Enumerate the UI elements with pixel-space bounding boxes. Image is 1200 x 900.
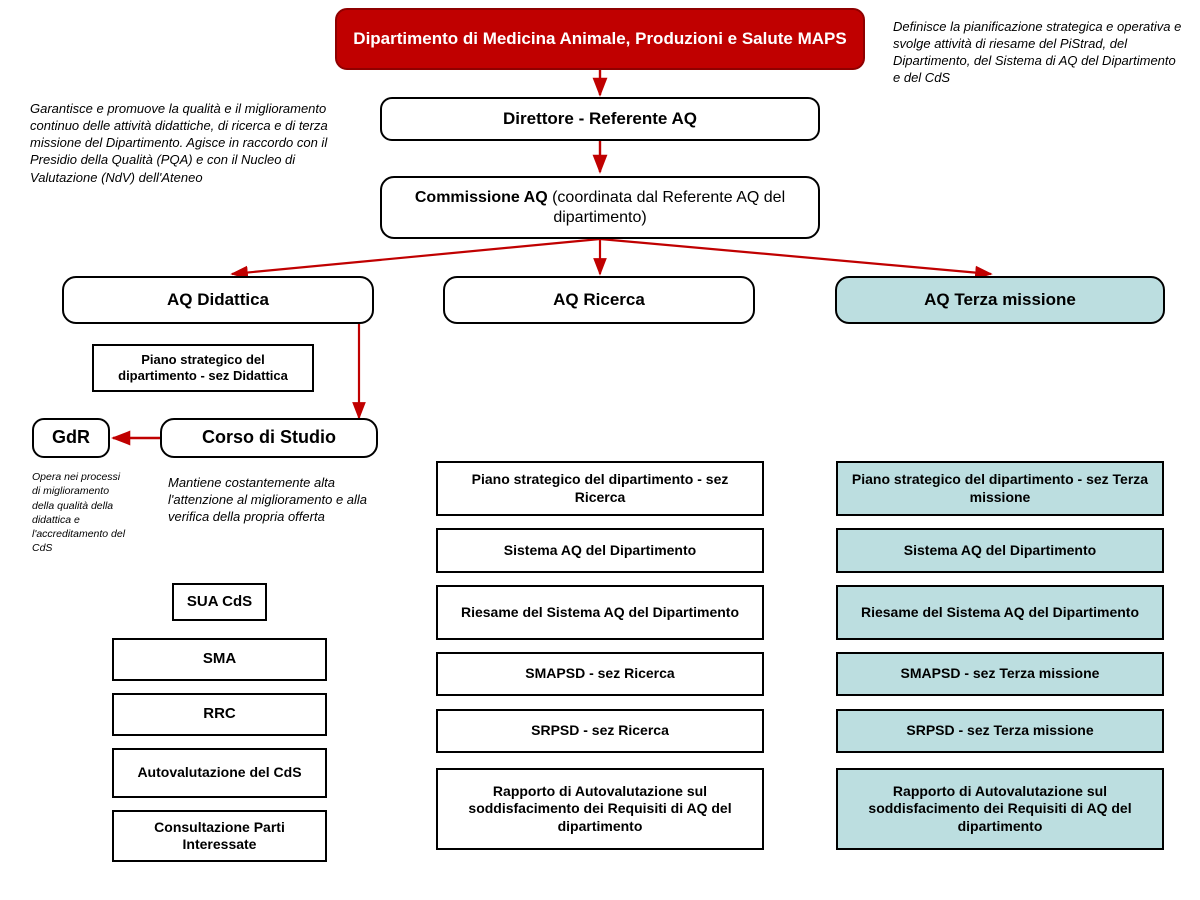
node-corso-di-studio-label: Corso di Studio <box>202 427 336 448</box>
node-aq-terza-missione[interactable]: AQ Terza missione <box>835 276 1165 324</box>
list-item-ricerca-smapsd-label: SMAPSD - sez Ricerca <box>525 665 675 682</box>
list-item-ricerca-srpsd[interactable]: SRPSD - sez Ricerca <box>436 709 764 753</box>
list-item-ricerca-riesame-sistema-aq-label: Riesame del Sistema AQ del Dipartimento <box>460 603 739 620</box>
list-item-ricerca-riesame-sistema-aq[interactable]: Riesame del Sistema AQ del Dipartimento <box>436 585 764 640</box>
list-item-ricerca-piano-strategico[interactable]: Piano strategico del dipartimento - sez … <box>436 461 764 516</box>
list-item-terza-riesame-sistema-aq[interactable]: Riesame del Sistema AQ del Dipartimento <box>836 585 1164 640</box>
list-item-ricerca-sistema-aq[interactable]: Sistema AQ del Dipartimento <box>436 528 764 573</box>
list-item-ricerca-sistema-aq-label: Sistema AQ del Dipartimento <box>503 541 697 558</box>
node-corso-di-studio[interactable]: Corso di Studio <box>160 418 378 458</box>
list-item-sua-cds[interactable]: SUA CdS <box>172 583 267 621</box>
list-item-consultazione-parti-interessate-label: Consultazione Parti Interessate <box>154 818 285 852</box>
list-item-rrc-label: RRC <box>203 705 236 723</box>
node-direttore-label: Direttore - Referente AQ <box>503 108 697 128</box>
node-piano-strategico-didattica[interactable]: Piano strategico del dipartimento - sez … <box>92 344 314 392</box>
node-commissione-aq[interactable]: Commissione AQ (coordinata dal Referente… <box>380 176 820 239</box>
list-item-terza-piano-strategico-label: Piano strategico del dipartimento - sez … <box>851 471 1149 505</box>
list-item-terza-srpsd[interactable]: SRPSD - sez Terza missione <box>836 709 1164 753</box>
list-item-ricerca-srpsd-label: SRPSD - sez Ricerca <box>531 722 669 739</box>
list-item-terza-smapsd-label: SMAPSD - sez Terza missione <box>900 665 1100 682</box>
list-item-sma[interactable]: SMA <box>112 638 327 681</box>
note-direttore: Garantisce e promuove la qualità e il mi… <box>30 100 350 186</box>
node-gdr[interactable]: GdR <box>32 418 110 458</box>
list-item-consultazione-parti-interessate[interactable]: Consultazione Parti Interessate <box>112 810 327 862</box>
node-direttore[interactable]: Direttore - Referente AQ <box>380 97 820 141</box>
node-dipartimento[interactable]: Dipartimento di Medicina Animale, Produz… <box>335 8 865 70</box>
node-gdr-label: GdR <box>52 427 90 448</box>
node-aq-didattica-label: AQ Didattica <box>166 289 270 309</box>
node-commissione-aq-label: Commissione AQ (coordinata dal Referente… <box>382 188 818 227</box>
list-item-terza-rapporto-autovalutazione-label: Rapporto di Autovalutazione sul soddisfa… <box>868 783 1132 834</box>
node-aq-ricerca-label: AQ Ricerca <box>553 289 645 309</box>
edge-commissione-aq-didattica <box>230 237 601 280</box>
node-aq-terza-missione-label: AQ Terza missione <box>924 289 1076 309</box>
list-item-ricerca-rapporto-autovalutazione-label: Rapporto di Autovalutazione sul soddisfa… <box>468 783 732 834</box>
note-corso-di-studio: Mantiene costantemente alta l'attenzione… <box>168 474 380 525</box>
note-gdr-text: Opera nei processi di miglioramento dell… <box>32 471 126 555</box>
list-item-terza-sistema-aq[interactable]: Sistema AQ del Dipartimento <box>836 528 1164 573</box>
node-commissione-aq-label-bold: Commissione AQ <box>414 188 548 206</box>
node-aq-didattica[interactable]: AQ Didattica <box>62 276 374 324</box>
list-item-terza-srpsd-label: SRPSD - sez Terza missione <box>906 722 1094 739</box>
list-item-sma-label: SMA <box>202 650 237 668</box>
list-item-autovalutazione-cds-label: Autovalutazione del CdS <box>137 764 302 781</box>
node-piano-strategico-didattica-label: Piano strategico del dipartimento - sez … <box>118 352 288 383</box>
note-direttore-text: Garantisce e promuove la qualità e il mi… <box>30 101 328 185</box>
list-item-terza-smapsd[interactable]: SMAPSD - sez Terza missione <box>836 652 1164 696</box>
note-commissione-text: Definisce la pianificazione strategica e… <box>893 19 1182 86</box>
note-gdr: Opera nei processi di miglioramento dell… <box>32 470 128 556</box>
list-item-terza-rapporto-autovalutazione[interactable]: Rapporto di Autovalutazione sul soddisfa… <box>836 768 1164 850</box>
note-commissione: Definisce la pianificazione strategica e… <box>893 18 1183 87</box>
list-item-ricerca-smapsd[interactable]: SMAPSD - sez Ricerca <box>436 652 764 696</box>
list-item-sua-cds-label: SUA CdS <box>186 592 253 610</box>
list-item-ricerca-rapporto-autovalutazione[interactable]: Rapporto di Autovalutazione sul soddisfa… <box>436 768 764 850</box>
list-item-rrc[interactable]: RRC <box>112 693 327 736</box>
node-aq-ricerca[interactable]: AQ Ricerca <box>443 276 755 324</box>
note-corso-di-studio-text: Mantiene costantemente alta l'attenzione… <box>168 475 368 525</box>
list-item-terza-piano-strategico[interactable]: Piano strategico del dipartimento - sez … <box>836 461 1164 516</box>
list-item-terza-sistema-aq-label: Sistema AQ del Dipartimento <box>903 541 1097 558</box>
list-item-ricerca-piano-strategico-label: Piano strategico del dipartimento - sez … <box>471 471 729 505</box>
edge-commissione-aq-terza-missione <box>599 237 993 280</box>
node-dipartimento-label: Dipartimento di Medicina Animale, Produz… <box>353 28 847 48</box>
list-item-autovalutazione-cds[interactable]: Autovalutazione del CdS <box>112 748 327 798</box>
node-commissione-aq-label-regular: (coordinata dal Referente AQ del diparti… <box>547 188 786 226</box>
list-item-terza-riesame-sistema-aq-label: Riesame del Sistema AQ del Dipartimento <box>860 603 1139 620</box>
